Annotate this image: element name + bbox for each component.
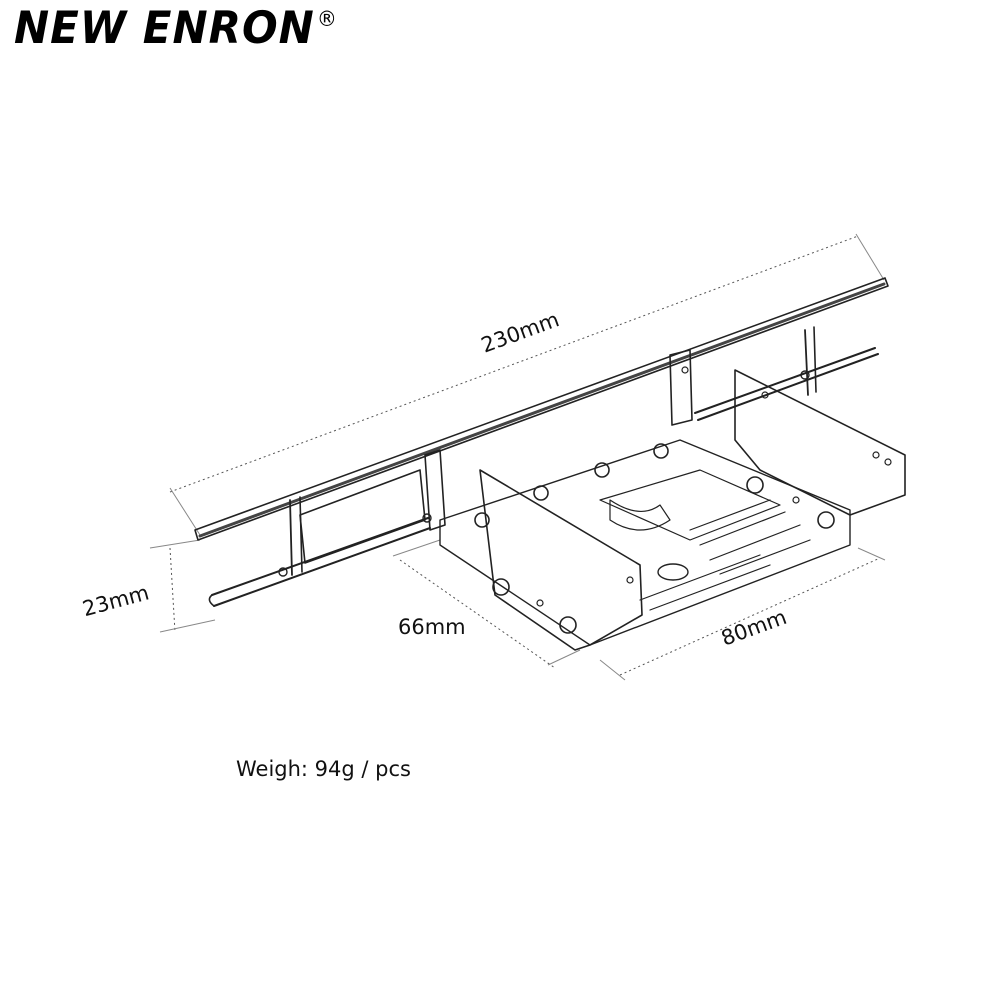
bolts <box>474 391 892 634</box>
registered-mark: ® <box>316 6 338 32</box>
dimension-line-230 <box>169 233 885 536</box>
weight-caption: Weigh: 94g / pcs <box>236 757 411 781</box>
dimension-line-66 <box>392 539 581 669</box>
right-end-frame <box>669 326 817 426</box>
dimension-line-23 <box>149 539 216 633</box>
left-end-frame <box>278 449 446 577</box>
dimension-line-80 <box>599 547 886 681</box>
bumper-rails <box>194 277 889 607</box>
winch-mount-plate <box>439 369 906 651</box>
dimension-label-depth: 66mm <box>398 615 466 639</box>
brand-logo: NEW ENRON® <box>14 2 338 53</box>
brand-name: NEW ENRON <box>14 2 315 54</box>
